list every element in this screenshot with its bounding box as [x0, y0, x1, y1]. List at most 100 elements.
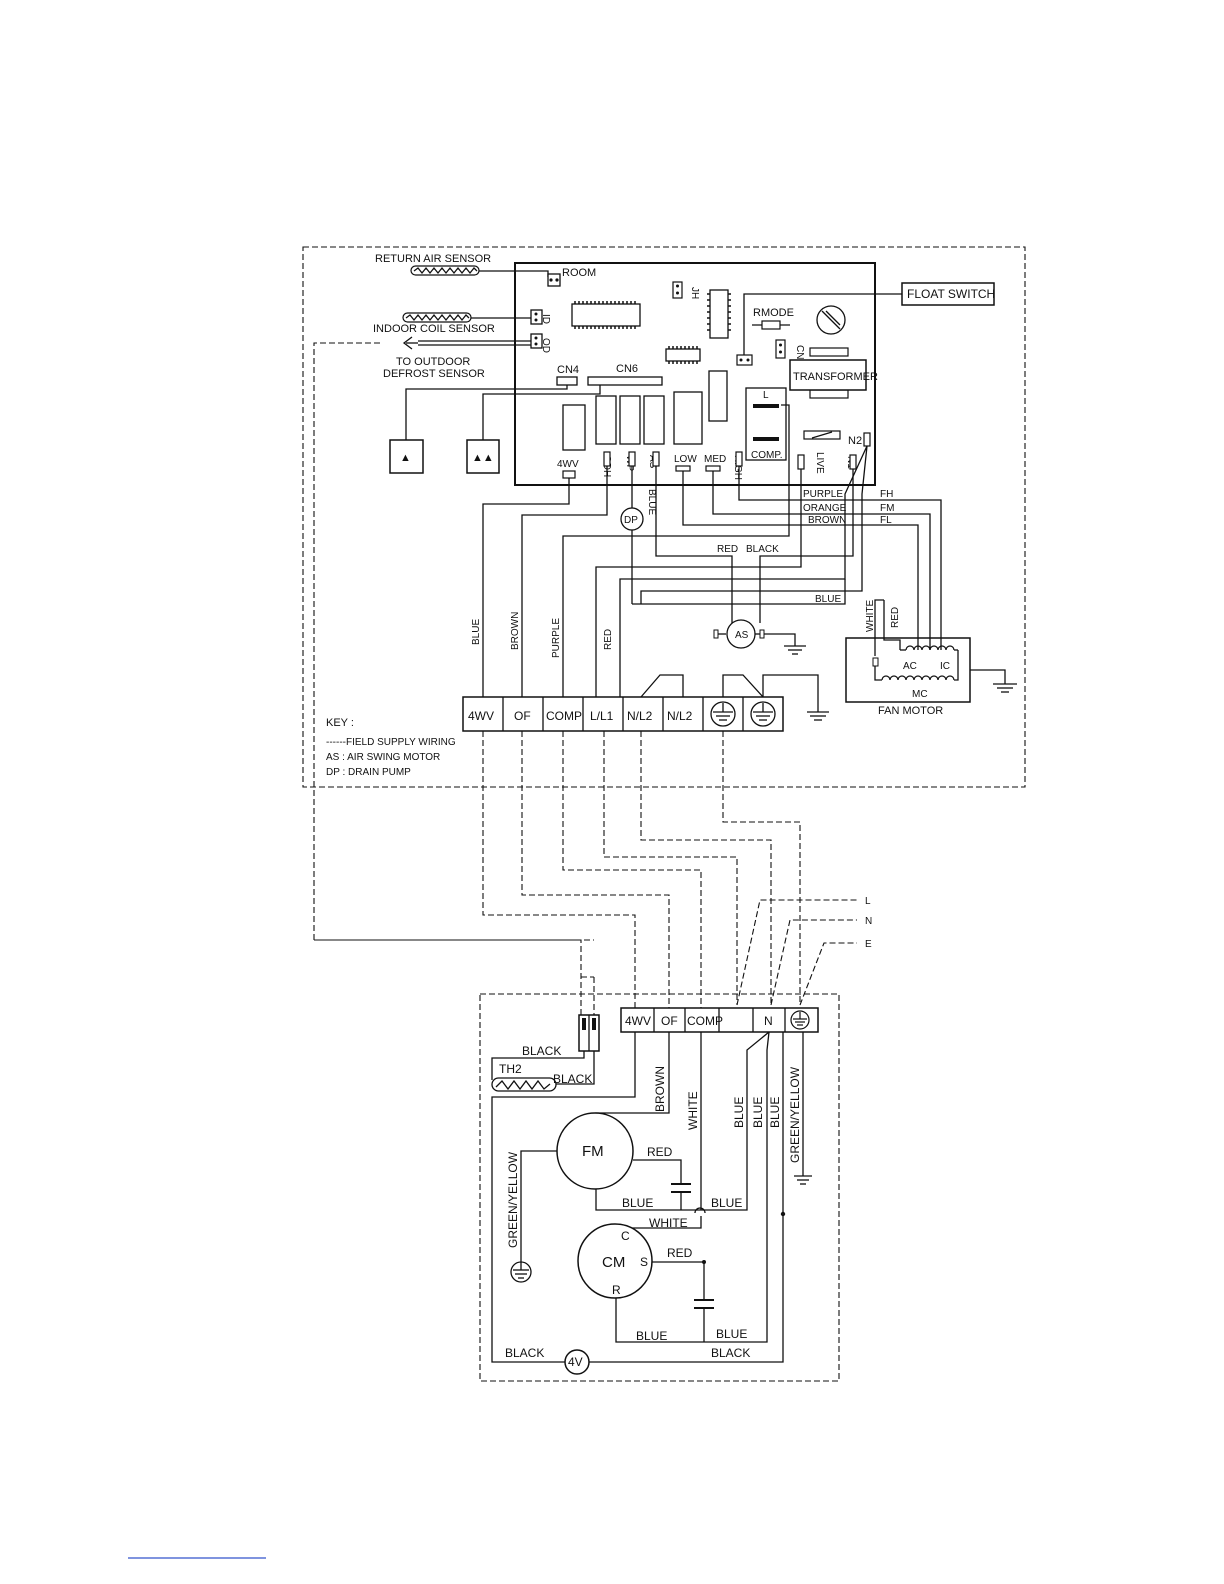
outdoor-blue5-label: BLUE — [711, 1196, 742, 1210]
outdoor-fan-capacitor — [671, 1183, 691, 1193]
field-e-wire — [722, 731, 801, 1005]
fan-motor-windings — [872, 603, 1017, 693]
pin-wp — [628, 451, 636, 467]
indoor-coil-sensor-label: INDOOR COIL SENSOR — [373, 323, 495, 335]
terminal-n-l2-a: N/L2 — [627, 709, 653, 723]
supply-l-line — [736, 899, 857, 1006]
outdoor-black2-label: BLACK — [553, 1072, 592, 1086]
return-air-sensor-icon — [410, 265, 549, 277]
pin-low-label: LOW — [674, 454, 697, 465]
air-swing-motor — [713, 619, 806, 655]
pin-odh — [603, 451, 611, 467]
field-comp-wire — [562, 731, 702, 1008]
cn4-connector — [556, 376, 578, 386]
wire-live — [595, 469, 802, 697]
outdoor-4v-label: 4V — [568, 1355, 583, 1369]
th2-sensor-icon — [491, 1077, 557, 1092]
ic-label: IC — [940, 661, 950, 672]
vwire-red-label: RED — [603, 629, 614, 650]
pin-n1 — [849, 454, 857, 470]
wire-blue — [632, 579, 846, 605]
eeprom-chip — [707, 289, 731, 339]
key-title: KEY : — [326, 717, 354, 729]
outdoor-blue4-label: BLUE — [622, 1196, 653, 1210]
supply-n-label: N — [865, 916, 872, 927]
as-motor-label: AS — [735, 630, 749, 641]
fm-label: FM — [880, 503, 894, 514]
outdoor-terminal-of: OF — [661, 1014, 678, 1028]
pin-med — [705, 465, 721, 472]
field-4wv-wire — [482, 731, 636, 1008]
wire-odh — [521, 466, 608, 697]
outdoor-r-label: R — [612, 1283, 621, 1297]
rmode-label: RMODE — [753, 307, 794, 319]
pin-low — [675, 465, 691, 472]
outdoor-terminal-4wv: 4WV — [625, 1014, 651, 1028]
terminal-4wv: 4WV — [468, 709, 494, 723]
rmode-resistor — [752, 320, 790, 330]
od-label: OD — [540, 338, 551, 353]
outdoor-n-wire-1 — [595, 1031, 770, 1211]
vwire-blue-label: BLUE — [471, 619, 482, 645]
cn3-label: CN3 — [794, 345, 805, 365]
pin-live-label: LIVE — [814, 452, 825, 474]
jh-jumper — [672, 281, 683, 299]
outdoor-terminal-block — [620, 1007, 819, 1033]
vwire-brown-label: BROWN — [510, 612, 521, 650]
pin-live — [797, 454, 805, 470]
single-triangle-symbol: ▲ — [400, 452, 411, 464]
outdoor-ground-icon-1 — [510, 1261, 532, 1283]
float-switch-box — [901, 282, 995, 306]
indoor-coil-sensor-icon — [402, 312, 531, 323]
fan-motor-red-label: RED — [890, 607, 901, 628]
key-air-swing: AS : AIR SWING MOTOR — [326, 752, 440, 763]
indoor-terminal-block — [462, 696, 784, 732]
room-connector — [547, 273, 561, 287]
blue-dp-label: BLUE — [646, 489, 657, 515]
key-drain-pump: DP : DRAIN PUMP — [326, 767, 411, 778]
orange-label: ORANGE — [803, 503, 847, 514]
purple-label: PURPLE — [803, 489, 843, 500]
dp-label: DP — [624, 515, 638, 526]
field-defrost-wire — [313, 342, 582, 1015]
l-label: L — [763, 390, 769, 401]
id-label: ID — [540, 314, 551, 324]
pin-high — [735, 451, 743, 467]
pin-4wv — [562, 470, 576, 479]
field-n-wire — [640, 731, 772, 1005]
ac-label: AC — [903, 661, 917, 672]
wire-comp — [562, 404, 790, 697]
cn3-connector — [775, 339, 786, 359]
compressor-capacitor — [694, 1299, 714, 1309]
control-board — [514, 262, 876, 486]
fuse-icon — [816, 305, 846, 335]
outdoor-white-h-label: WHITE — [649, 1216, 688, 1230]
fan-motor-white-label: WHITE — [865, 599, 876, 632]
outdoor-blue2-label: BLUE — [751, 1097, 765, 1128]
cn4-label: CN4 — [557, 364, 579, 376]
id-connector — [530, 309, 543, 325]
outdoor-4wv-wire — [491, 1032, 636, 1363]
outdoor-black1-label: BLACK — [522, 1044, 561, 1058]
comp-relay — [745, 387, 787, 461]
outdoor-n-wire-2 — [615, 1031, 770, 1343]
mc-label: MC — [912, 689, 928, 700]
wire-n2b — [640, 445, 868, 604]
jh-label: JH — [689, 287, 700, 299]
outdoor-terminal-n: N — [764, 1014, 773, 1028]
vwire-purple-label: PURPLE — [551, 618, 562, 658]
supply-e-line — [799, 942, 857, 1006]
outdoor-red1-label: RED — [647, 1145, 673, 1159]
wire-n1 — [759, 469, 854, 623]
fan-motor-title: FAN MOTOR — [878, 705, 943, 717]
field-l-wire — [603, 731, 738, 1005]
double-triangle-symbol: ▲▲ — [472, 452, 494, 464]
wire-as — [655, 466, 733, 623]
outdoor-green-yellow2-label: GREEN/YELLOW — [506, 1151, 520, 1248]
outdoor-white-v-label: WHITE — [686, 1091, 700, 1130]
outdoor-brown-label: BROWN — [653, 1066, 667, 1112]
outdoor-blue1-label: BLUE — [732, 1097, 746, 1128]
terminal-of: OF — [514, 709, 531, 723]
cn6-label: CN6 — [616, 363, 638, 375]
